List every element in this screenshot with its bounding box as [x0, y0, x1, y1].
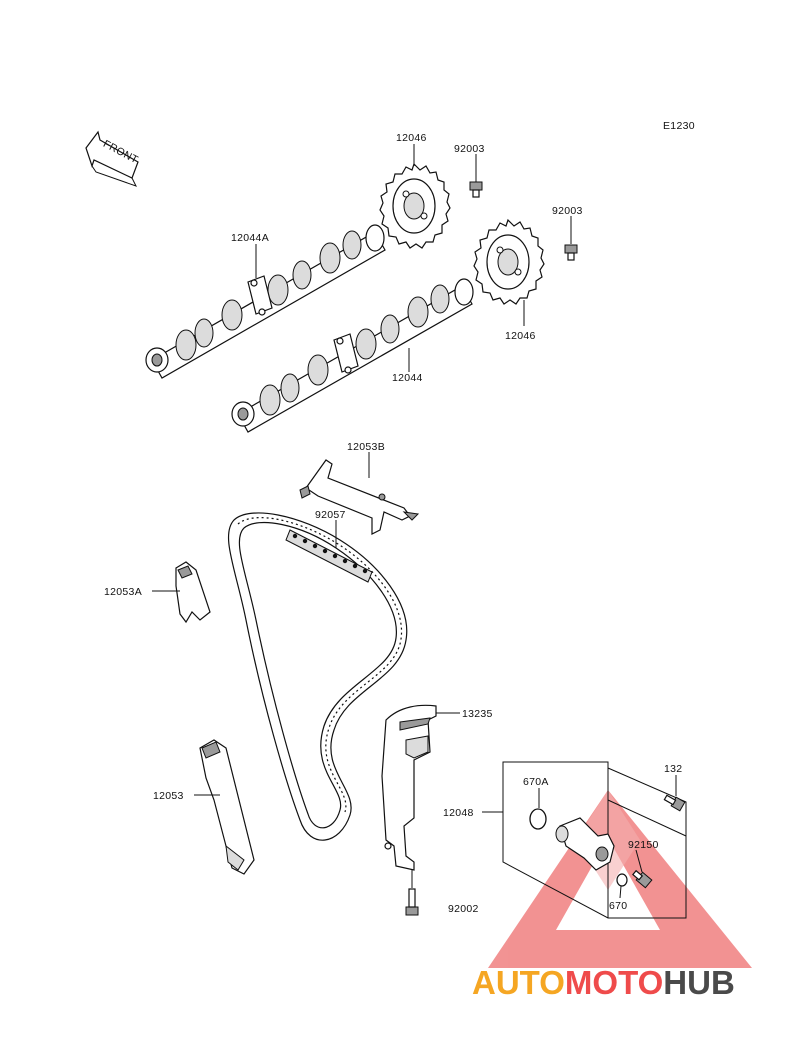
watermark-hub: HUB	[663, 964, 735, 1001]
camshaft-upper	[145, 224, 386, 379]
label-tensioner-assy: 12048	[443, 807, 474, 819]
label-camshaft-upper: 12044A	[231, 232, 269, 244]
chain-link-section	[285, 529, 373, 583]
label-sprocket-lower: 12046	[505, 330, 536, 342]
tensioner-guide	[381, 704, 437, 871]
watermark-triangle	[488, 790, 752, 968]
guide-left-lower	[199, 739, 255, 875]
label-camshaft-lower: 12044	[392, 372, 423, 384]
cam-chain	[227, 512, 408, 841]
tensioner-body	[555, 817, 615, 871]
bolt-132	[663, 794, 686, 812]
guide-top	[299, 459, 420, 535]
oring-small	[616, 873, 628, 887]
leader-lines	[152, 144, 677, 899]
oring-large	[529, 808, 547, 830]
watermark-text: AUTOMOTOHUB	[472, 964, 735, 1001]
camshaft-lower	[231, 278, 474, 433]
bolt-92002	[405, 888, 419, 916]
label-sprocket-upper: 12046	[396, 132, 427, 144]
label-bolt-92150: 92150	[628, 839, 659, 851]
diagram-code: E1230	[663, 120, 695, 132]
sprocket-upper	[379, 162, 451, 249]
label-guide-left-lower: 12053	[153, 790, 184, 802]
label-tensioner-guide: 13235	[462, 708, 493, 720]
front-arrow-icon: FRONT	[85, 130, 140, 187]
bolt-upper	[469, 181, 483, 198]
label-bolt-lower: 92003	[552, 205, 583, 217]
label-oring-large: 670A	[523, 776, 549, 788]
sprocket-lower	[473, 218, 545, 305]
label-guide-left-upper: 12053A	[104, 586, 142, 598]
label-guide-top: 12053B	[347, 441, 385, 453]
watermark-moto: MOTO	[565, 964, 663, 1001]
label-oring-small: 670	[609, 900, 627, 912]
bolt-lower	[564, 244, 578, 261]
label-bolt-upper: 92003	[454, 143, 485, 155]
bolt-92150	[632, 869, 653, 889]
label-chain: 92057	[315, 509, 346, 521]
watermark-auto: AUTO	[472, 964, 565, 1001]
label-bolt-92002: 92002	[448, 903, 479, 915]
label-bolt-132: 132	[664, 763, 682, 775]
guide-left-upper	[175, 561, 211, 624]
